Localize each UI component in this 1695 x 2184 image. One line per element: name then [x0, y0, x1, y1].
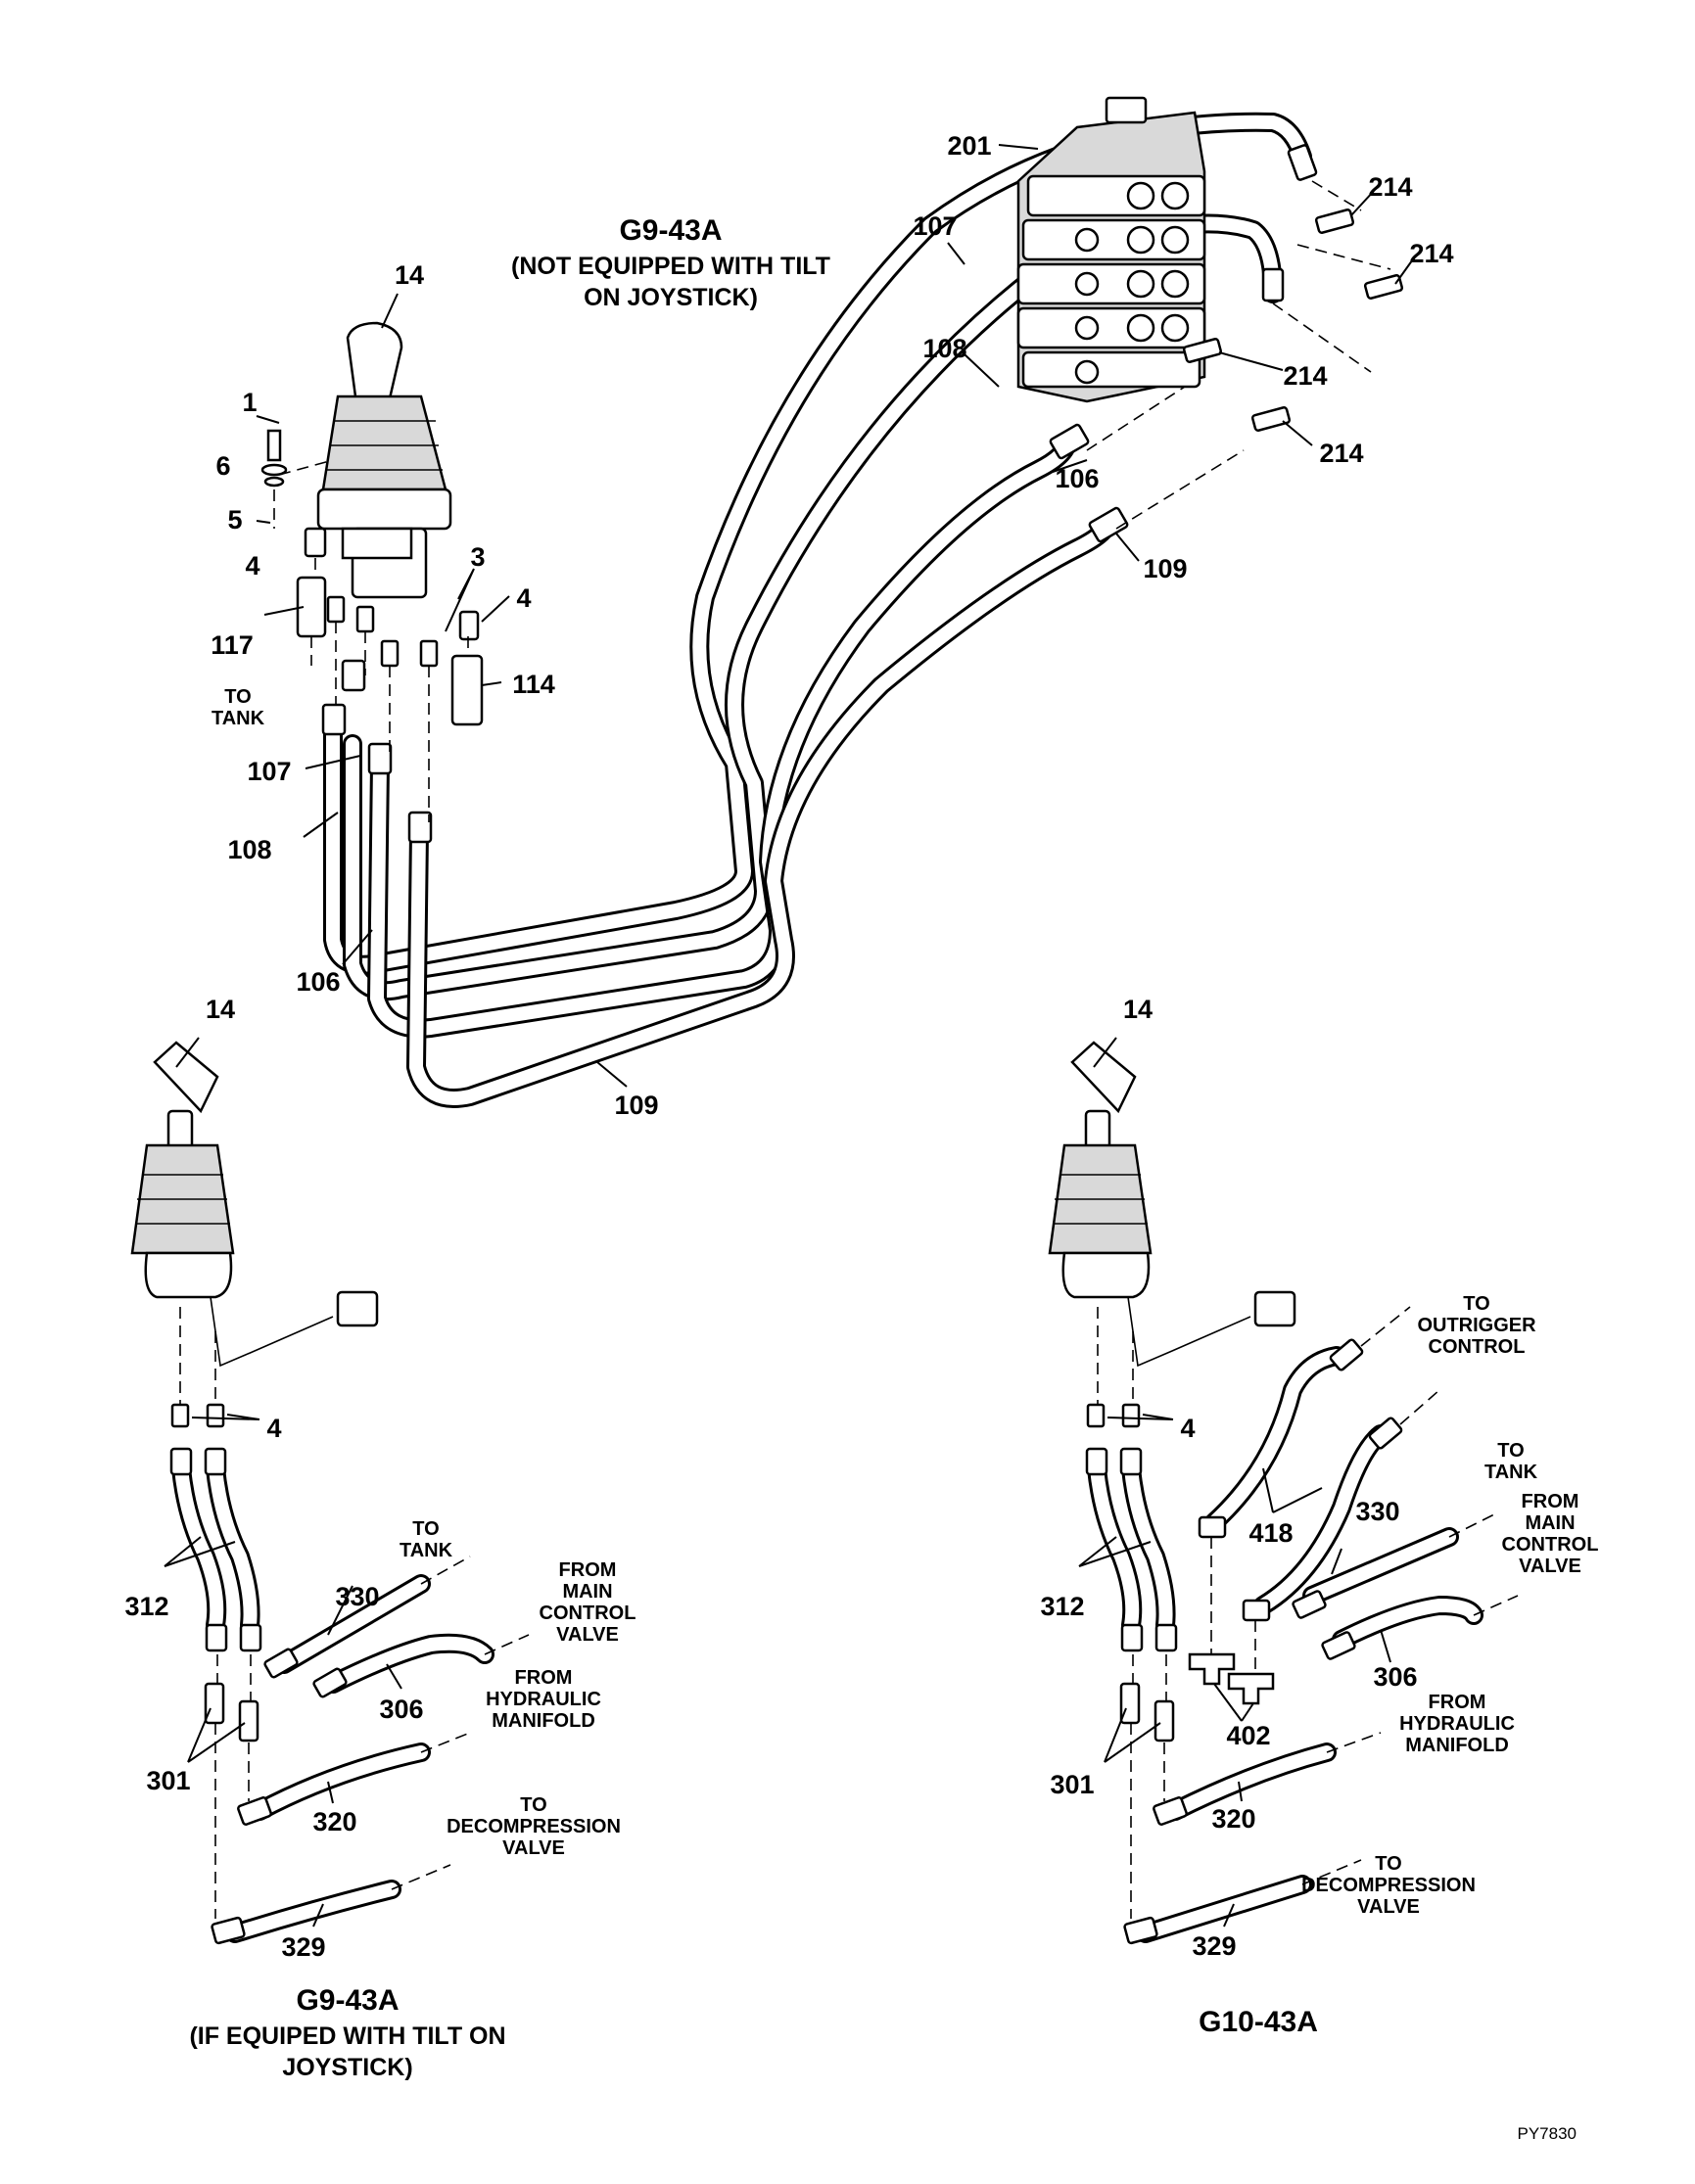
- right-fittings: [1085, 1338, 1403, 1945]
- callout-306-left: 306: [379, 1695, 423, 1724]
- callout-14-top: 14: [395, 260, 424, 290]
- left-view-text: 14 4 312 TO TANK 330 FROM MAIN CONTROL V…: [124, 995, 636, 2081]
- note-to-decomp-left-line-3: VALVE: [502, 1837, 565, 1859]
- left-fittings: [169, 1403, 348, 1945]
- callout-117: 117: [211, 630, 254, 660]
- callout-108-top: 108: [922, 334, 966, 363]
- note-to-tank-top-line-1: TO: [224, 686, 251, 708]
- note-from-main-right-line-1: FROM: [1522, 1491, 1579, 1512]
- note-from-hyd-right-line-3: MANIFOLD: [1405, 1735, 1509, 1756]
- callout-109-bundle: 109: [614, 1091, 658, 1120]
- note-from-main-right-line-4: VALVE: [1519, 1556, 1581, 1577]
- top-view-title: G9-43A: [619, 214, 722, 247]
- note-to-decomp-left-line-1: TO: [520, 1794, 546, 1816]
- callout-320-left: 320: [312, 1807, 356, 1836]
- right-view-title: G10-43A: [1199, 2006, 1318, 2038]
- callout-4-left: 4: [266, 1414, 281, 1443]
- right-hoses: [1087, 1346, 1483, 1943]
- top-leader-lines: [256, 144, 1416, 1088]
- callout-312-left: 312: [124, 1592, 168, 1621]
- note-to-decomp-left-line-2: DECOMPRESSION: [447, 1816, 621, 1837]
- right-view-text: 14 TO OUTRIGGER CONTROL 4 TO TANK FROM M…: [1040, 995, 1598, 2038]
- callout-1: 1: [242, 388, 257, 417]
- callout-330-left: 330: [335, 1582, 379, 1611]
- note-to-tank-top-line-2: TANK: [212, 708, 265, 729]
- callout-214-a: 214: [1368, 172, 1412, 202]
- note-from-hyd-right-line-1: FROM: [1429, 1692, 1486, 1713]
- callout-306-right: 306: [1373, 1662, 1417, 1692]
- document-number: PY7830: [1518, 2124, 1577, 2143]
- note-from-main-left-line-3: CONTROL: [540, 1603, 636, 1624]
- callout-214-b: 214: [1409, 239, 1453, 268]
- callout-109-top: 109: [1143, 554, 1187, 583]
- callout-114: 114: [512, 670, 555, 699]
- callout-214-d: 214: [1319, 439, 1363, 468]
- callout-402: 402: [1226, 1721, 1270, 1750]
- left-view-subtitle-line-2: JOYSTICK): [282, 2054, 412, 2081]
- note-from-hyd-left-line-3: MANIFOLD: [492, 1710, 595, 1732]
- callout-5: 5: [227, 505, 242, 534]
- callout-330-right: 330: [1355, 1497, 1399, 1526]
- note-from-hyd-left-line-2: HYDRAULIC: [486, 1689, 601, 1710]
- note-to-tank-left-line-1: TO: [412, 1518, 439, 1540]
- main-control-valve: [1016, 96, 1206, 403]
- callout-14-right: 14: [1123, 995, 1153, 1024]
- note-to-tank-left-line-2: TANK: [400, 1540, 453, 1561]
- left-alignment-lines: [179, 1307, 530, 1919]
- callout-329-right: 329: [1192, 1931, 1236, 1961]
- left-hoses: [171, 1459, 494, 1943]
- top-joystick: [316, 321, 452, 599]
- right-alignment-lines: [1097, 1306, 1519, 1919]
- top-view-text: G9-43A (NOT EQUIPPED WITH TILT ON JOYSTI…: [211, 131, 1453, 1120]
- top-alignment-lines: [273, 180, 1391, 822]
- note-from-main-left-line-1: FROM: [559, 1559, 617, 1581]
- note-to-outrigger-line-2: OUTRIGGER: [1417, 1315, 1536, 1336]
- callout-329-left: 329: [281, 1932, 325, 1962]
- top-214-fittings: [1182, 209, 1404, 432]
- note-from-main-right-line-2: MAIN: [1525, 1512, 1575, 1534]
- callout-320-right: 320: [1211, 1804, 1255, 1834]
- note-from-hyd-right-line-2: HYDRAULIC: [1399, 1713, 1515, 1735]
- callout-301-left: 301: [146, 1766, 190, 1795]
- callout-4-top-left: 4: [245, 551, 259, 581]
- callout-6: 6: [215, 451, 230, 481]
- note-from-hyd-left-line-1: FROM: [515, 1667, 573, 1689]
- note-to-decomp-right-line-2: DECOMPRESSION: [1301, 1875, 1476, 1896]
- callout-106-top: 106: [1055, 464, 1099, 493]
- callout-4-top-right: 4: [516, 583, 531, 613]
- callout-14-left: 14: [206, 995, 235, 1024]
- callout-201: 201: [947, 131, 991, 161]
- note-to-decomp-right-line-3: VALVE: [1357, 1896, 1420, 1918]
- note-from-main-right-line-3: CONTROL: [1502, 1534, 1599, 1556]
- note-from-main-left-line-2: MAIN: [562, 1581, 612, 1603]
- callout-418: 418: [1248, 1518, 1293, 1548]
- left-view-title: G9-43A: [296, 1984, 399, 2017]
- note-to-decomp-right-line-1: TO: [1375, 1853, 1401, 1875]
- note-to-tank-right-line-2: TANK: [1484, 1462, 1538, 1483]
- top-view-subtitle-line-2: ON JOYSTICK): [584, 284, 758, 311]
- callout-108-bundle: 108: [227, 835, 271, 864]
- left-view-subtitle-line-1: (IF EQUIPED WITH TILT ON: [189, 2022, 505, 2050]
- callout-106-bundle: 106: [296, 967, 340, 997]
- top-hose-fittings: [321, 144, 1318, 844]
- left-joystick: [130, 1041, 379, 1368]
- callout-4-right: 4: [1180, 1414, 1195, 1443]
- note-to-outrigger-line-3: CONTROL: [1429, 1336, 1526, 1358]
- callout-107-top: 107: [913, 211, 957, 241]
- right-leader-lines: [1078, 1037, 1391, 1928]
- callout-301-right: 301: [1050, 1770, 1094, 1799]
- top-view-subtitle-line-1: (NOT EQUIPPED WITH TILT: [511, 253, 830, 280]
- right-joystick: [1048, 1041, 1296, 1368]
- note-to-outrigger-line-1: TO: [1463, 1293, 1489, 1315]
- top-small-parts: [260, 429, 484, 726]
- callout-214-c: 214: [1283, 361, 1327, 391]
- callout-107-bundle: 107: [247, 757, 291, 786]
- left-leader-lines: [164, 1037, 402, 1928]
- callout-312-right: 312: [1040, 1592, 1084, 1621]
- note-to-tank-right-line-1: TO: [1497, 1440, 1524, 1462]
- callout-3: 3: [470, 542, 485, 572]
- note-from-main-left-line-4: VALVE: [556, 1624, 619, 1646]
